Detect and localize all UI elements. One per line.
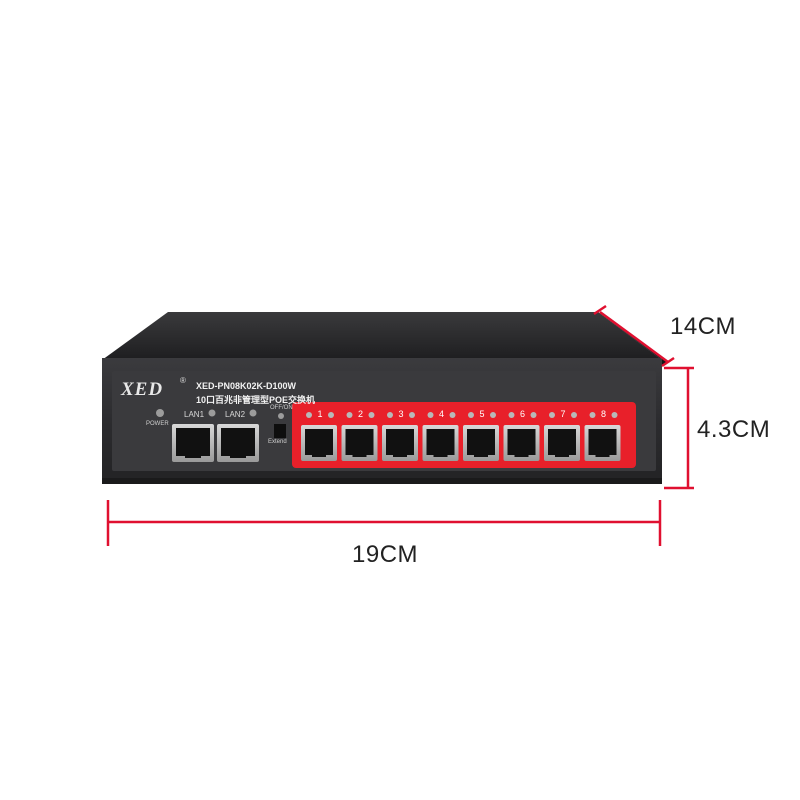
poe-port-4-led-2 (449, 412, 456, 418)
lan1-led (208, 409, 216, 417)
lan2-led (249, 409, 257, 417)
switch-top-surface (102, 312, 662, 360)
switch-top-label: OFF/ON (270, 405, 293, 411)
registered-mark: ® (180, 376, 186, 385)
poe-port-number: 8 (600, 409, 606, 419)
poe-port-6[interactable] (503, 425, 540, 461)
device-description: 10口百兆非管理型POE交换机 (196, 395, 316, 405)
poe-port-number: 1 (317, 409, 323, 419)
poe-port-7[interactable] (544, 425, 580, 461)
poe-port-8-led-1 (589, 412, 596, 418)
extend-led (278, 413, 284, 419)
poe-port-8[interactable] (584, 425, 621, 461)
poe-port-1-led-2 (328, 412, 334, 418)
poe-port-7-led-1 (549, 412, 555, 418)
poe-port-5-led-2 (490, 412, 496, 418)
power-led (156, 409, 164, 417)
poe-port-number: 4 (438, 409, 444, 419)
lan-port-1[interactable] (172, 424, 214, 462)
depth-dimension-line (593, 304, 675, 368)
poe-port-5[interactable] (463, 425, 499, 461)
lan2-label: LAN2 (225, 410, 246, 419)
poe-port-6-led-2 (530, 412, 537, 418)
poe-port-1-led-1 (306, 412, 312, 418)
model-number: XED-PN08K02K-D100W (196, 381, 297, 391)
brand-logo: XED (121, 379, 164, 400)
poe-port-6-led-1 (508, 412, 515, 418)
poe-port-4[interactable] (422, 425, 459, 461)
poe-port-number: 6 (519, 409, 525, 419)
poe-port-7-led-2 (571, 412, 577, 418)
poe-port-8-led-2 (611, 412, 618, 418)
power-label: POWER (146, 421, 169, 427)
width-label: 19CM (352, 541, 419, 568)
poe-port-3[interactable] (382, 425, 418, 461)
poe-port-number: 5 (479, 409, 485, 419)
poe-port-4-led-1 (427, 412, 434, 418)
height-label: 4.3CM (697, 416, 771, 443)
poe-port-2[interactable] (341, 425, 378, 461)
extend-switch[interactable] (274, 424, 286, 438)
poe-port-5-led-1 (468, 412, 474, 418)
poe-port-1[interactable] (301, 425, 337, 461)
poe-port-2-led-2 (368, 412, 375, 418)
depth-label: 14CM (670, 313, 737, 340)
poe-port-number: 7 (560, 409, 566, 419)
width-dimension-line (106, 500, 662, 546)
lan1-label: LAN1 (184, 410, 205, 419)
poe-port-number: 3 (398, 409, 404, 419)
poe-port-2-led-1 (346, 412, 353, 418)
poe-port-3-led-2 (409, 412, 415, 418)
height-dimension-line (664, 366, 694, 490)
poe-port-3-led-1 (387, 412, 393, 418)
switch-bottom-edge (102, 478, 662, 484)
poe-port-number: 2 (357, 409, 363, 419)
switch-bottom-label: Extend (268, 439, 287, 445)
lan-port-2[interactable] (217, 424, 259, 462)
